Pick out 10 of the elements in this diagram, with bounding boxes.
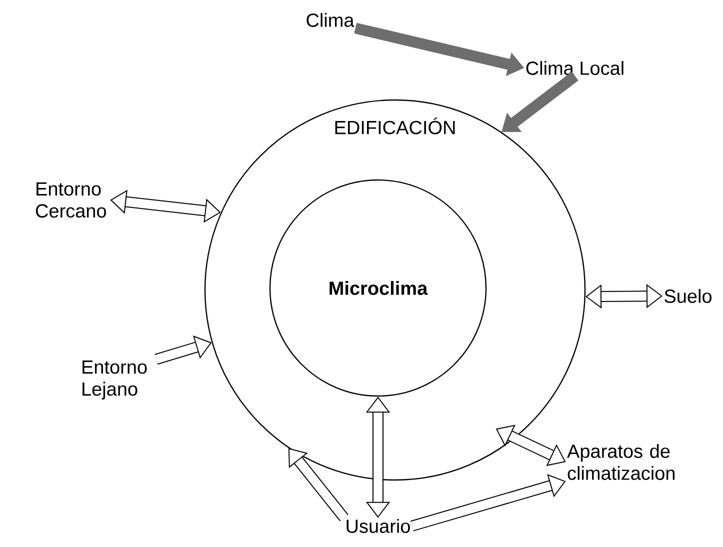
label-text: Clima — [306, 13, 354, 27]
block-arrow — [288, 448, 348, 522]
label-text: Aparatos de climatizacion — [567, 444, 674, 480]
label-text: Clima Local — [526, 61, 624, 75]
block-arrow — [586, 284, 662, 309]
label-text: Entorno Cercano — [36, 182, 106, 218]
label-text: Usuario — [346, 519, 410, 533]
block-arrow — [502, 72, 578, 132]
label-text: Entorno Lejano — [82, 360, 147, 400]
label-text: Suelo — [664, 289, 712, 303]
